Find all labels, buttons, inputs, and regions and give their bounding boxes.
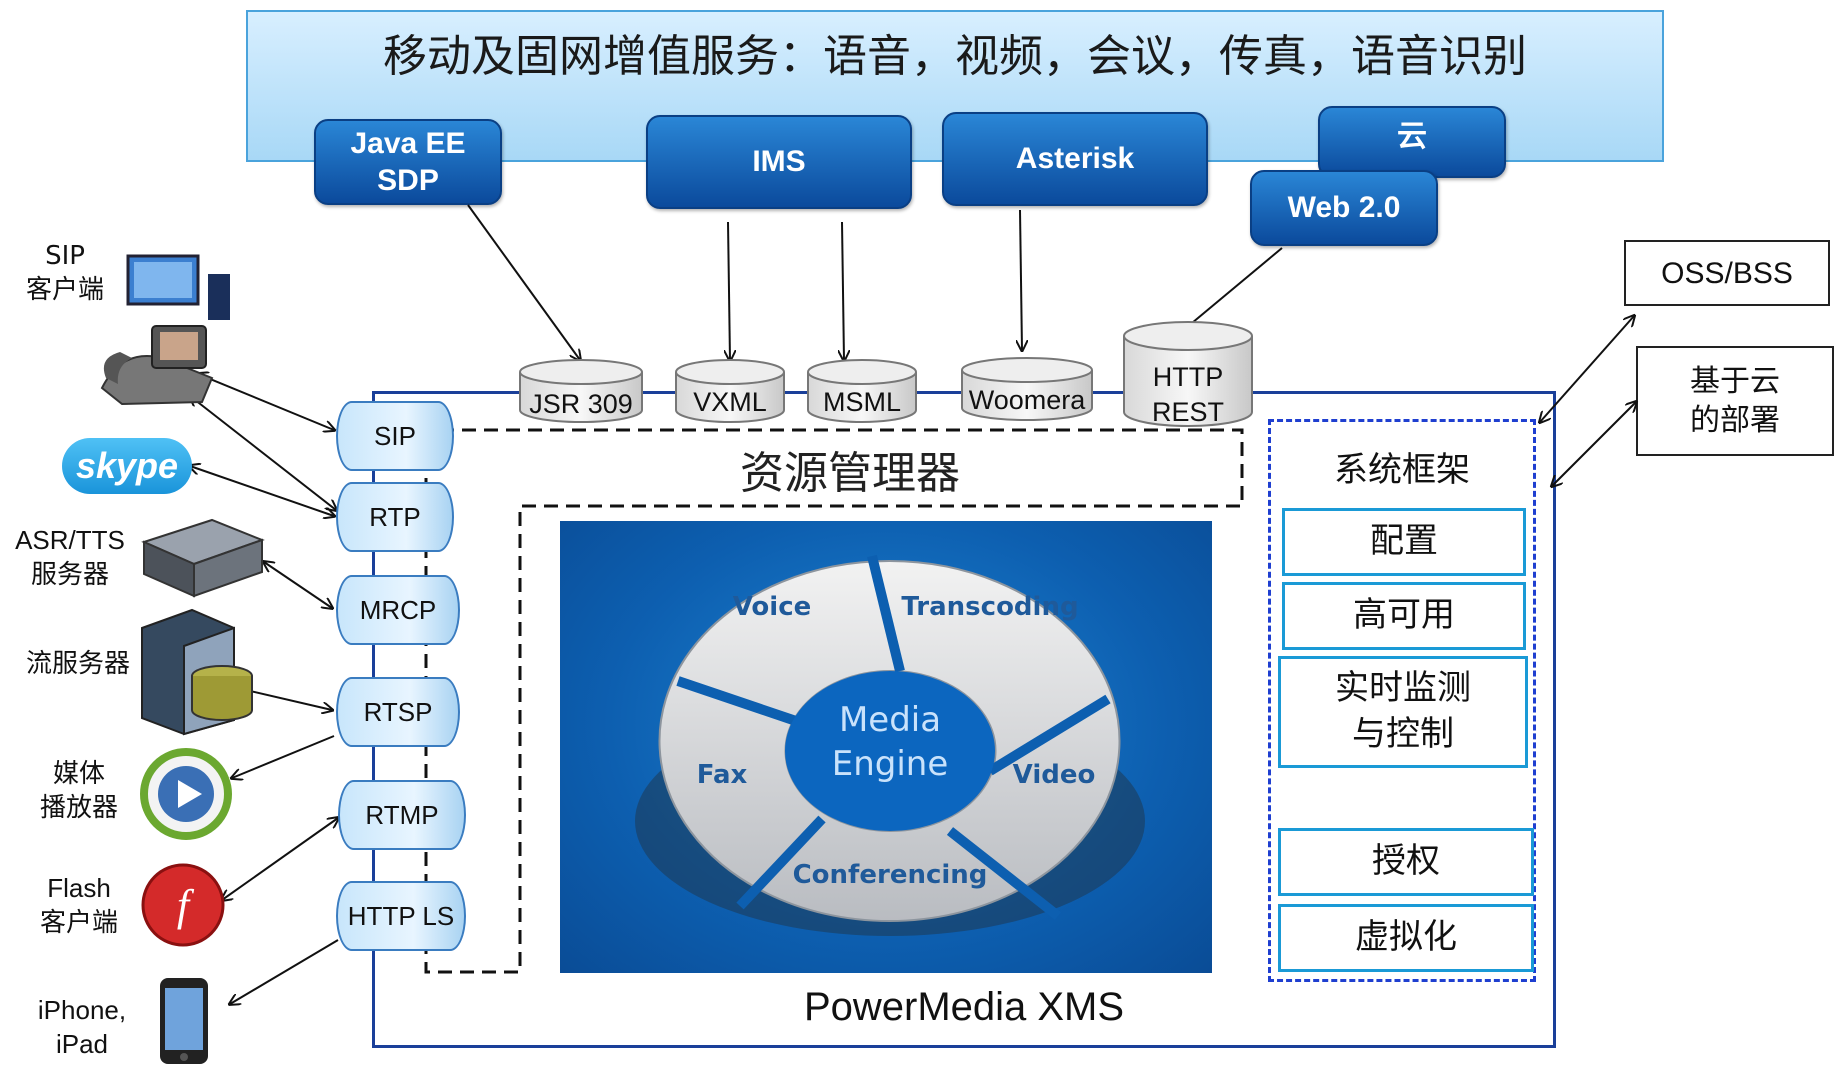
db-vxml xyxy=(675,359,785,423)
framework-item-config: 配置 xyxy=(1282,508,1526,576)
jsr309-label: JSR 309 xyxy=(529,388,633,419)
framework-item-monitoring: 实时监测 与控制 xyxy=(1278,656,1528,768)
line-web20-rest xyxy=(1191,247,1283,324)
oss-bss-box: OSS/BSS xyxy=(1624,240,1830,306)
arrow-woomera xyxy=(1020,209,1022,350)
db-jsr309 xyxy=(519,359,643,423)
framework-item-ha: 高可用 xyxy=(1282,582,1526,650)
vxml-label: VXML xyxy=(693,386,767,417)
system-framework-frame xyxy=(1268,419,1536,982)
db-http-rest xyxy=(1123,321,1253,427)
http-rest-label: HTTP REST xyxy=(1151,361,1224,427)
framework-item-license: 授权 xyxy=(1278,828,1534,896)
segment-conferencing: Conferencing xyxy=(793,860,988,890)
banner-title: 移动及固网增值服务：语音，视频，会议，传真，语音识别 xyxy=(383,31,1527,82)
segment-transcoding: Transcoding xyxy=(901,592,1078,622)
flash-client-label: Flash 客户端 xyxy=(39,873,118,937)
engine-center-line2: Engine xyxy=(832,744,949,784)
server-icon xyxy=(141,518,265,598)
video-phone-icon xyxy=(100,325,214,406)
arrow-httpls-iphone xyxy=(230,939,339,1004)
arrow-msml xyxy=(842,221,844,360)
db-woomera xyxy=(961,357,1093,421)
asr-tts-label: ASR/TTS 服务器 xyxy=(15,525,125,589)
segment-video: Video xyxy=(1013,760,1096,790)
protocol-http-ls: HTTP LS xyxy=(336,881,466,951)
laptop-icon xyxy=(126,254,230,320)
protocol-rtmp: RTMP xyxy=(338,780,466,850)
resource-manager-label: 资源管理器 xyxy=(740,448,960,499)
streaming-server-icon xyxy=(141,608,253,736)
arrow-vxml xyxy=(728,221,730,360)
javaee-sdp-box: Java EE SDP xyxy=(314,119,502,205)
iphone-ipad-label: iPhone, iPad xyxy=(37,995,127,1059)
flash-icon: f xyxy=(141,863,225,947)
arrow-stream-rtsp xyxy=(245,689,332,710)
arrow-jsr309 xyxy=(467,204,580,360)
segment-voice: Voice xyxy=(733,592,812,622)
product-name: PowerMedia XMS xyxy=(803,985,1125,1029)
protocol-rtp: RTP xyxy=(336,482,454,552)
media-player-icon xyxy=(140,748,232,840)
framework-title: 系统框架 xyxy=(1334,450,1470,490)
db-msml xyxy=(807,359,917,423)
resource-manager-outline xyxy=(424,428,1244,974)
msml-label: MSML xyxy=(822,386,901,417)
engine-center-line1: Media xyxy=(839,700,941,740)
arrow-skype-rtp xyxy=(190,466,334,516)
woomera-label: Woomera xyxy=(968,384,1086,415)
web20-box: Web 2.0 xyxy=(1250,170,1438,246)
protocol-rtsp: RTSP xyxy=(336,677,460,747)
iphone-icon xyxy=(160,978,208,1064)
segment-fax: Fax xyxy=(697,760,748,790)
cloud-box: 云 xyxy=(1318,106,1506,178)
arrow-asr-mrcp xyxy=(264,562,332,608)
arrow-cloud-deploy xyxy=(1552,402,1636,486)
media-engine-wheel: Media Engine Voice Transcoding Video Con… xyxy=(635,554,1145,936)
media-player-label: 媒体 播放器 xyxy=(39,759,118,823)
protocol-sip: SIP xyxy=(336,401,454,471)
arrow-flash-rtmp xyxy=(222,818,338,900)
stream-server-label: 流服务器 xyxy=(25,649,130,679)
skype-logo: skype xyxy=(62,438,192,494)
cloud-deployment-box: 基于云 的部署 xyxy=(1636,346,1834,456)
sip-client-label: SIP 客户端 xyxy=(25,241,104,305)
protocol-mrcp: MRCP xyxy=(336,575,460,645)
asterisk-box: Asterisk xyxy=(942,112,1208,206)
ims-box: IMS xyxy=(646,115,912,209)
framework-item-virtualization: 虚拟化 xyxy=(1278,904,1534,972)
arrow-rtsp-player xyxy=(232,735,335,778)
